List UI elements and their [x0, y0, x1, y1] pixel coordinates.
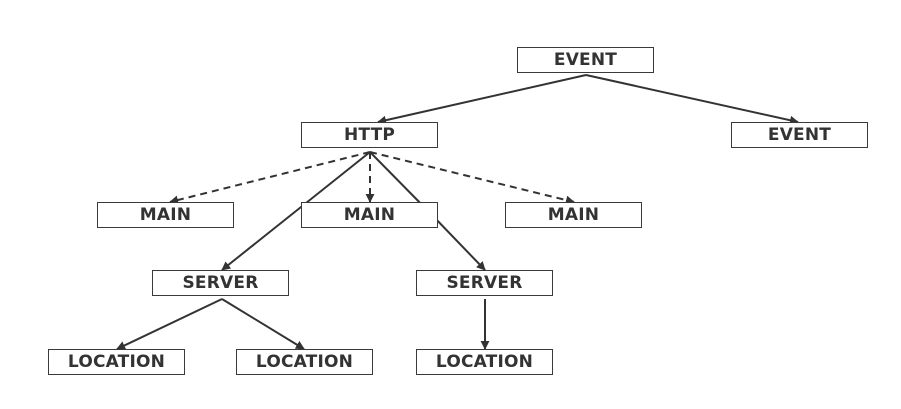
edge-http-main-left: [169, 151, 371, 205]
node-main-right: MAIN: [505, 202, 642, 228]
node-main-left: MAIN: [97, 202, 234, 228]
node-http: HTTP: [301, 122, 438, 148]
edge-server-location-2: [221, 298, 305, 350]
edge-http-server-left: [221, 151, 371, 271]
node-location-1: LOCATION: [48, 349, 185, 375]
node-location-2: LOCATION: [236, 349, 373, 375]
node-server-left: SERVER: [152, 270, 289, 296]
edge-http-main-right: [369, 151, 575, 205]
node-event-child: EVENT: [731, 122, 868, 148]
edge-server-location-1: [116, 298, 223, 350]
node-event-root: EVENT: [517, 47, 654, 73]
edge-event-http: [377, 74, 587, 125]
node-main-center: MAIN: [301, 202, 438, 228]
edge-event-event: [585, 74, 799, 125]
node-location-3: LOCATION: [416, 349, 553, 375]
node-server-right: SERVER: [416, 270, 553, 296]
